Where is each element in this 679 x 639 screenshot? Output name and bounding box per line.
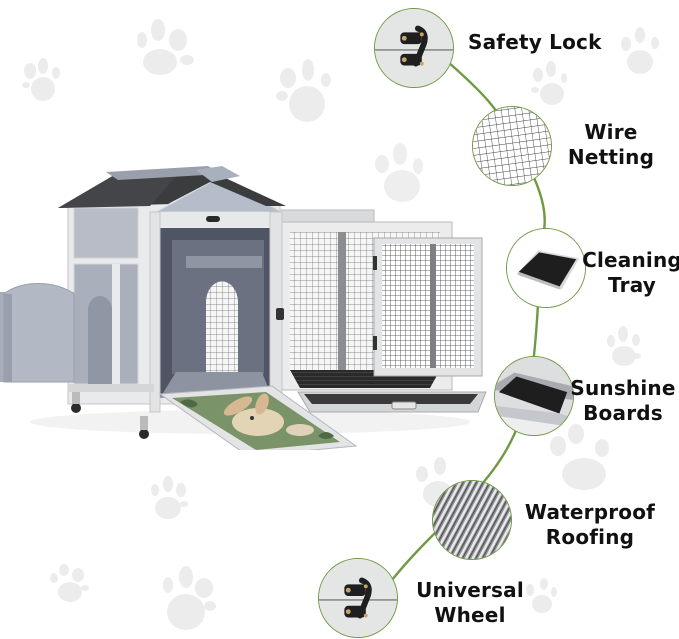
paw-print-icon: [528, 60, 572, 108]
tray-icon: [507, 229, 585, 307]
wire-netting-callout-image: [472, 106, 552, 186]
feature-label-line: Wire: [584, 120, 638, 144]
feature-label-waterproof-roofing: Waterproof Roofing: [518, 500, 662, 550]
roofing-icon: [433, 481, 511, 559]
feature-label-line: Safety Lock: [468, 30, 602, 54]
feature-label-wire-netting: Wire Netting: [556, 120, 666, 170]
paw-print-icon: [48, 564, 92, 606]
safety-lock-callout-image: [374, 8, 454, 88]
latch-icon: [375, 9, 453, 87]
paw-print-icon: [148, 476, 192, 522]
paw-print-icon: [160, 566, 220, 632]
paw-print-icon: [524, 578, 560, 618]
feature-label-line: Netting: [567, 145, 655, 169]
feature-label-line: Tray: [607, 273, 657, 297]
board-icon: [495, 357, 573, 435]
paw-print-icon: [18, 58, 64, 106]
sunshine-boards-callout-image: [494, 356, 574, 436]
universal-wheel-callout-image: [318, 558, 398, 638]
rabbit-hutch-image: [0, 160, 490, 450]
feature-label-line: Boards: [583, 401, 663, 425]
latch-icon: [319, 559, 397, 637]
feature-label-line: Sunshine: [570, 376, 676, 400]
paw-print-icon: [132, 18, 196, 80]
feature-label-universal-wheel: Universal Wheel: [410, 578, 530, 628]
feature-label-line: Waterproof: [524, 500, 656, 524]
paw-print-icon: [618, 26, 662, 76]
feature-label-line: Roofing: [545, 525, 635, 549]
feature-label-line: Universal: [416, 578, 524, 602]
cleaning-tray-callout-image: [506, 228, 586, 308]
feature-label-sunshine-boards: Sunshine Boards: [570, 376, 676, 426]
feature-label-line: Wheel: [434, 603, 506, 627]
waterproof-roofing-callout-image: [432, 480, 512, 560]
feature-label-line: Cleaning: [582, 248, 679, 272]
feature-label-safety-lock: Safety Lock: [468, 30, 638, 55]
paw-print-icon: [546, 424, 616, 492]
wire-mesh-icon: [473, 107, 551, 185]
feature-label-cleaning-tray: Cleaning Tray: [582, 248, 679, 298]
paw-print-icon: [272, 58, 336, 126]
paw-print-icon: [604, 326, 644, 370]
